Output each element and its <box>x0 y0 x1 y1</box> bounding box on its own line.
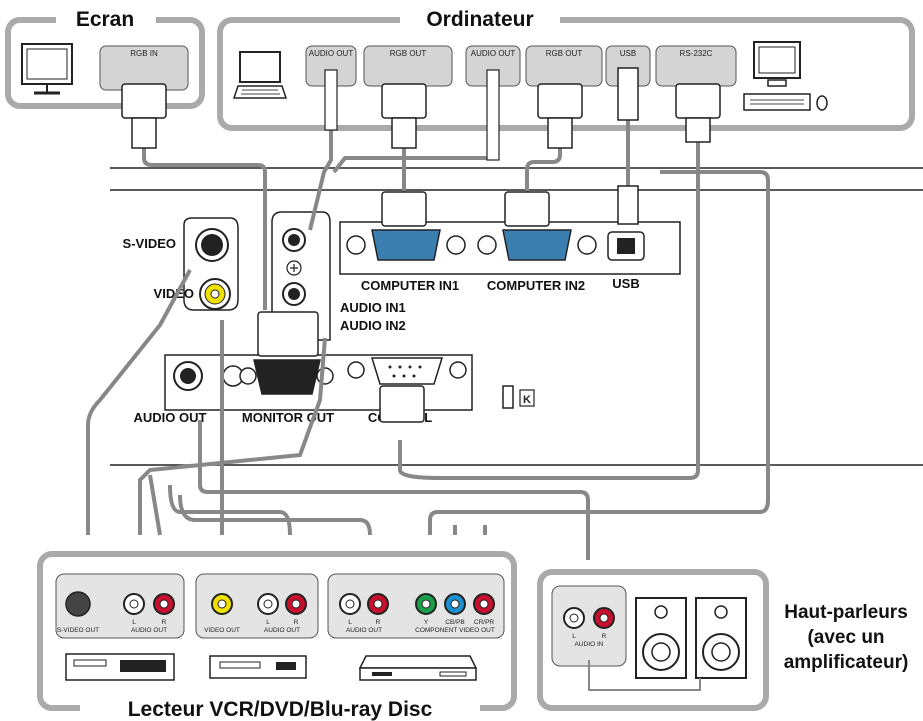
hp-title-3: amplificateur) <box>784 652 909 673</box>
l-label-1: L <box>132 619 136 626</box>
audio-out-label-3: AUDIO OUT <box>346 627 382 634</box>
haut-parleurs-box <box>537 569 769 711</box>
computer-in2-port <box>477 229 597 261</box>
speaker-audio-in-panel <box>551 585 627 667</box>
bluray-player-icon <box>358 655 478 681</box>
hp-title-2: (avec un <box>807 627 884 648</box>
laptop-icon <box>232 51 288 99</box>
rgb-in-label: RGB IN <box>130 49 158 58</box>
r-label-4: R <box>602 633 607 640</box>
rgb-out-1-label: RGB OUT <box>390 49 427 58</box>
s-video-label: S-VIDEO <box>123 236 176 251</box>
monitor-out-port <box>239 359 334 395</box>
audio-out-label: AUDIO OUT <box>134 410 207 425</box>
usb-pc-label: USB <box>620 49 636 58</box>
r-label-2: R <box>294 619 299 626</box>
audio-in2-label: AUDIO IN2 <box>340 318 406 333</box>
cb-pb-label: CB/PB <box>445 619 465 626</box>
svideo-audio-panel <box>55 573 185 639</box>
l-label-3: L <box>348 619 352 626</box>
cr-pr-label: CR/PR <box>474 619 495 626</box>
s-video-out-label: S-VIDEO OUT <box>57 627 99 634</box>
monitor-out-label: MONITOR OUT <box>242 410 334 425</box>
computer-in1-port <box>346 229 466 261</box>
audio-in-label: AUDIO IN <box>575 641 604 648</box>
l-label-4: L <box>572 633 576 640</box>
svg-text:K: K <box>523 394 531 406</box>
speaker-wire <box>588 660 701 691</box>
plugs <box>121 67 721 423</box>
dvd-player-icon <box>209 655 307 679</box>
audio-out-2-label: AUDIO OUT <box>471 49 516 58</box>
y-label: Y <box>424 619 429 626</box>
hp-title-1: Haut-parleurs <box>784 602 908 623</box>
source-jacks <box>65 591 615 629</box>
control-port <box>347 357 467 385</box>
l-label-2: L <box>266 619 270 626</box>
component-video-out-label: COMPONENT VIDEO OUT <box>415 627 495 634</box>
desktop-pc-icon <box>743 41 828 111</box>
video-audio-panel <box>195 573 319 639</box>
ecran-title: Ecran <box>76 8 134 31</box>
video-label: VIDEO <box>154 286 194 301</box>
speaker-left-icon <box>635 597 687 679</box>
rs232c-label: RS-232C <box>680 49 713 58</box>
audio-out-label-2: AUDIO OUT <box>264 627 300 634</box>
monitor-icon <box>21 43 73 95</box>
usb-label: USB <box>612 276 639 291</box>
kensington-lock-icon: K <box>502 385 535 409</box>
lecteur-title: Lecteur VCR/DVD/Blu-ray Disc <box>128 698 433 721</box>
audio-in1-label: AUDIO IN1 <box>340 300 406 315</box>
rgb-out-2-label: RGB OUT <box>546 49 583 58</box>
ordinateur-title: Ordinateur <box>426 8 533 31</box>
audio-out-1-label: AUDIO OUT <box>309 49 354 58</box>
computer-in1-label: COMPUTER IN1 <box>361 278 459 293</box>
audio-out-label-1: AUDIO OUT <box>131 627 167 634</box>
speaker-right-icon <box>695 597 747 679</box>
cables <box>86 118 770 560</box>
computer-in2-label: COMPUTER IN2 <box>487 278 585 293</box>
vcr-icon <box>65 653 175 681</box>
r-label-3: R <box>376 619 381 626</box>
video-out-label: VIDEO OUT <box>204 627 240 634</box>
r-label-1: R <box>162 619 167 626</box>
